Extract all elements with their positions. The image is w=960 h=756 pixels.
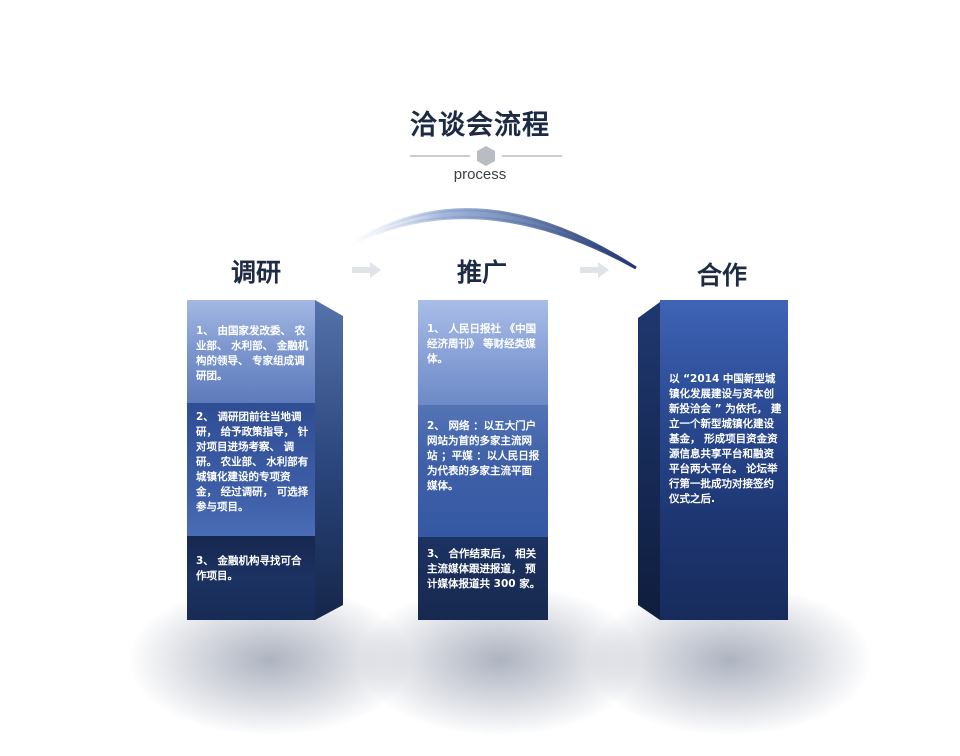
column-promotion-block-1: 1、 人民日报社 《中国经济周刊》 等财经类媒体。 [418,300,548,405]
column-research: 1、 由国家发改委、 农业部、 水利部、 金融机构的领导、 专家组成调研团。 2… [187,300,345,620]
column-research-text-2: 2、 调研团前往当地调研， 给予政策指导， 针对项目进场考察、 调研。 农业部、… [196,411,309,513]
arrow-right-icon [352,262,381,278]
column-promotion: 1、 人民日报社 《中国经济周刊》 等财经类媒体。 2、 网络 ：以五大门户网站… [418,300,548,620]
column-research-block-1: 1、 由国家发改委、 农业部、 水利部、 金融机构的领导、 专家组成调研团。 [187,300,315,403]
column-cooperation-3d-side [638,302,660,620]
column-promotion-text-2: 2、 网络 ：以五大门户网站为首的多家主流网站 ；平媒 ：以人民日报为代表的多家… [427,420,540,492]
column-cooperation-text-1: 以 “2014 中国新型城镇化发展建设与资本创新投洽会 ” 为依托， 建立一个新… [669,373,782,505]
flow-arc [337,208,637,270]
title-divider-left [410,155,470,157]
step-label-research: 调研 [230,258,281,287]
column-promotion-text-1: 1、 人民日报社 《中国经济周刊》 等财经类媒体。 [427,323,537,365]
column-cooperation-block-1: 以 “2014 中国新型城镇化发展建设与资本创新投洽会 ” 为依托， 建立一个新… [660,300,788,620]
page-subtitle: process [453,166,507,183]
step-label-cooperation: 合作 [696,261,747,290]
column-research-block-2: 2、 调研团前往当地调研， 给予政策指导， 针对项目进场考察、 调研。 农业部、… [187,403,315,536]
title-divider-right [502,155,562,157]
arrow-right-icon [580,262,609,278]
hexagon-icon [477,146,495,166]
page-title: 洽谈会流程 [410,110,550,141]
step-label-promotion: 推广 [456,258,507,287]
column-research-block-3: 3、 金融机构寻找可合作项目。 [187,536,315,620]
column-promotion-block-2: 2、 网络 ：以五大门户网站为首的多家主流网站 ；平媒 ：以人民日报为代表的多家… [418,405,548,537]
column-cooperation: 以 “2014 中国新型城镇化发展建设与资本创新投洽会 ” 为依托， 建立一个新… [636,300,788,620]
column-promotion-text-3: 3、 合作结束后， 相关主流媒体跟进报道， 预计媒体报道共 300 家。 [427,548,541,590]
column-promotion-block-3: 3、 合作结束后， 相关主流媒体跟进报道， 预计媒体报道共 300 家。 [418,537,548,620]
column-research-3d-side [315,300,343,620]
column-research-text-3: 3、 金融机构寻找可合作项目。 [196,555,302,582]
column-research-text-1: 1、 由国家发改委、 农业部、 水利部、 金融机构的领导、 专家组成调研团。 [196,325,309,382]
